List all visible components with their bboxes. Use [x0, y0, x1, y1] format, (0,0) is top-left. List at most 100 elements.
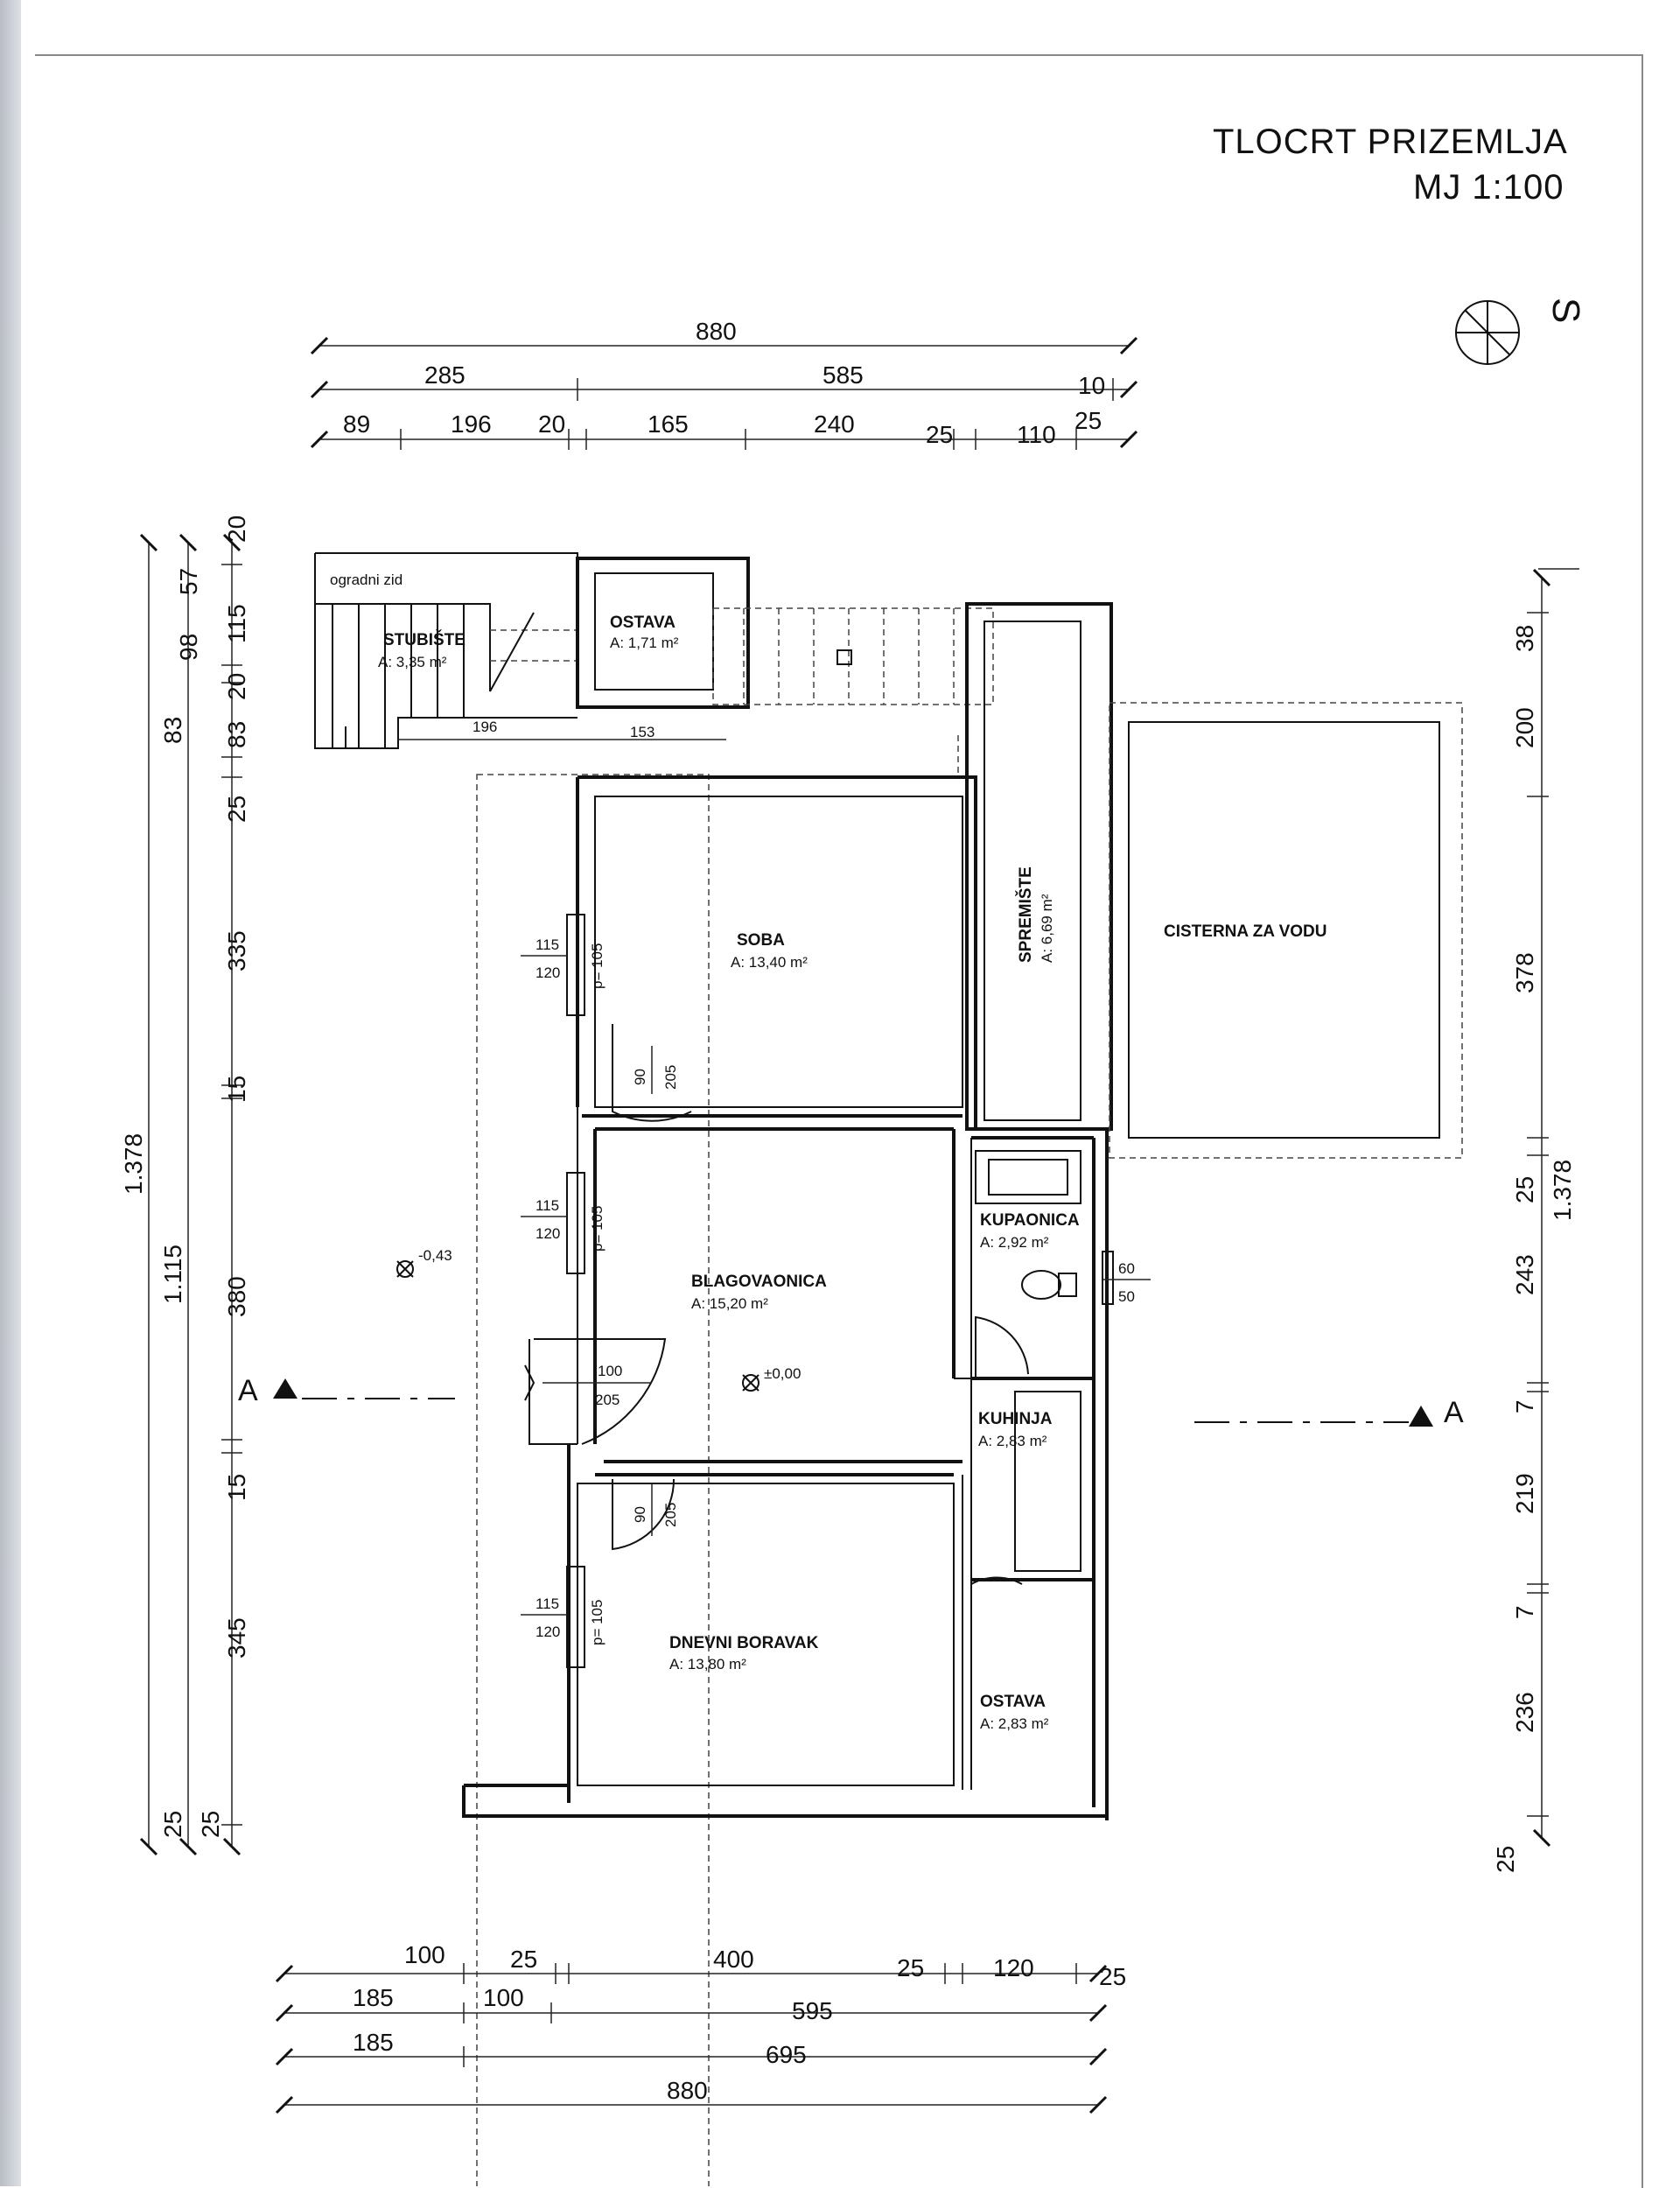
bath-window-height: 50: [1118, 1288, 1135, 1305]
dim-bottom-mid2: 695: [766, 2041, 807, 2068]
dim-top-mid: 10: [1078, 372, 1105, 399]
dim-bottom-detail: 100: [404, 1941, 445, 1968]
dim-stairs: 153: [630, 724, 654, 740]
dim-top-detail: 25: [926, 421, 953, 448]
dim-right-detail: 7: [1511, 1605, 1538, 1619]
level-marker-icon: [396, 1260, 414, 1278]
dim-left-detail: 20: [223, 515, 250, 543]
dim-bottom-detail: 120: [993, 1954, 1034, 1981]
soba-name: SOBA: [737, 931, 785, 950]
dim-top-detail: 110: [1017, 421, 1056, 448]
dim-left-detail: 345: [223, 1617, 250, 1659]
section-label-left: A: [238, 1374, 258, 1407]
dim-left-detail: 380: [223, 1276, 250, 1317]
stairs-block: ogradni zid STUBIŠTE A: 3,35 m² 196 153: [314, 552, 726, 749]
window-sill: p= 105: [589, 1206, 606, 1252]
level-outside: -0,43: [418, 1247, 452, 1264]
house-walls: [462, 775, 1114, 1820]
north-arrow-icon: [1455, 300, 1520, 365]
window-width: 115: [536, 1595, 559, 1612]
kuhinja-area: A: 2,83 m²: [978, 1433, 1047, 1449]
dim-top-total: 880: [696, 318, 737, 345]
dim-top-mid: 285: [424, 361, 466, 389]
section-line: A A: [238, 1374, 1464, 1429]
window-height: 120: [536, 1623, 560, 1640]
door-height: 205: [662, 1503, 679, 1527]
dim-right-detail: 38: [1511, 625, 1538, 652]
right-dimensions: 1.378 38 200 378 25 243 7 219 7 236 25: [1492, 568, 1579, 1873]
storage-bottom-name: OSTAVA: [980, 1693, 1046, 1711]
dim-right-detail: 25: [1511, 1176, 1538, 1203]
window-sill: p= 105: [589, 1600, 606, 1645]
dim-left-detail: 83: [223, 721, 250, 748]
spremiste: SPREMIŠTE A: 6,69 m²: [965, 602, 1113, 1131]
kupaonica-area: A: 2,92 m²: [980, 1234, 1049, 1251]
plan-title: TLOCRT PRIZEMLJA: [1213, 123, 1568, 161]
north-letter: S: [1544, 298, 1587, 323]
window-width: 115: [536, 936, 559, 953]
cistern-label: CISTERNA ZA VODU: [1164, 922, 1326, 941]
dim-bottom-detail: 25: [510, 1946, 537, 1973]
window-sill: p= 105: [589, 943, 606, 989]
dim-bottom-mid: 595: [792, 1997, 833, 2024]
storage-bottom-area: A: 2,83 m²: [980, 1715, 1049, 1732]
bath-window-width: 60: [1118, 1260, 1135, 1277]
sheet-border: [35, 54, 1643, 2188]
level-inside: ±0,00: [764, 1365, 801, 1382]
dim-left-detail: 25: [197, 1811, 224, 1838]
window-height: 120: [536, 1225, 560, 1242]
kupaonica-name: KUPAONICA: [980, 1211, 1080, 1230]
storage-top-area: A: 1,71 m²: [610, 635, 679, 651]
dim-bottom-detail: 25: [897, 1954, 924, 1981]
plan-scale: MJ 1:100: [1413, 168, 1564, 207]
door-annotations: 90 205 90 205 100 205 60 50: [542, 1046, 1151, 1536]
dim-left-detail: 15: [223, 1076, 250, 1103]
door-height: 205: [662, 1065, 679, 1090]
dim-top-detail: 165: [648, 410, 689, 438]
bottom-dimensions: 100 25 400 25 120 25 185 100 595 185 695…: [275, 1941, 1126, 2114]
fence-label: ogradni zid: [330, 572, 402, 588]
dim-top-detail: 20: [538, 410, 565, 438]
dim-left-detail: 98: [175, 634, 202, 661]
cistern: CISTERNA ZA VODU: [1109, 702, 1463, 1159]
dim-left-detail: 115: [223, 604, 250, 643]
dim-right-detail: 236: [1511, 1692, 1538, 1733]
dim-right-detail: 25: [1492, 1846, 1519, 1873]
dim-left-detail: 20: [223, 673, 250, 700]
spremiste-area: A: 6,69 m²: [1039, 894, 1055, 963]
window-width: 115: [536, 1197, 559, 1214]
scan-edge: [0, 0, 21, 2186]
dim-bottom-mid: 100: [483, 1984, 524, 2011]
dim-right-total: 1.378: [1549, 1160, 1576, 1221]
dim-top-mid: 585: [822, 361, 864, 389]
door-width: 90: [632, 1069, 648, 1085]
windows: [566, 914, 585, 1668]
section-label-right: A: [1444, 1396, 1464, 1429]
dim-right-detail: 7: [1511, 1399, 1538, 1413]
dnevni-area: A: 13,80 m²: [669, 1656, 746, 1673]
dim-left-mid: 25: [159, 1811, 186, 1838]
left-dimensions: 1.378 1.115 83 25 20 115 57 98 20 83 25 …: [120, 515, 250, 1856]
dim-right-detail: 200: [1511, 707, 1538, 748]
stairs-name: STUBIŠTE: [383, 630, 466, 649]
dim-top-detail: 25: [1074, 407, 1102, 434]
spremiste-name: SPREMIŠTE: [1016, 866, 1035, 963]
dim-top-detail: 240: [814, 410, 855, 438]
dim-left-total: 1.378: [120, 1133, 147, 1195]
soba-area: A: 13,40 m²: [731, 954, 808, 971]
blagovaonica-area: A: 15,20 m²: [691, 1295, 768, 1312]
level-marker-icon: [742, 1374, 760, 1392]
door-width: 90: [632, 1506, 648, 1523]
dim-right-detail: 219: [1511, 1473, 1538, 1514]
window-height: 120: [536, 964, 560, 981]
dim-right-detail: 378: [1511, 952, 1538, 993]
dim-left-mid: 83: [159, 717, 186, 744]
dim-left-detail: 25: [223, 796, 250, 823]
kuhinja-name: KUHINJA: [978, 1410, 1053, 1428]
dnevni-name: DNEVNI BORAVAK: [669, 1634, 819, 1652]
entry-height: 205: [595, 1392, 620, 1408]
storage-top-name: OSTAVA: [610, 614, 676, 632]
dim-bottom-detail: 400: [713, 1946, 754, 1973]
top-dimensions: 880 285 585 10 89 196 20 165 240 25 110 …: [310, 318, 1138, 450]
